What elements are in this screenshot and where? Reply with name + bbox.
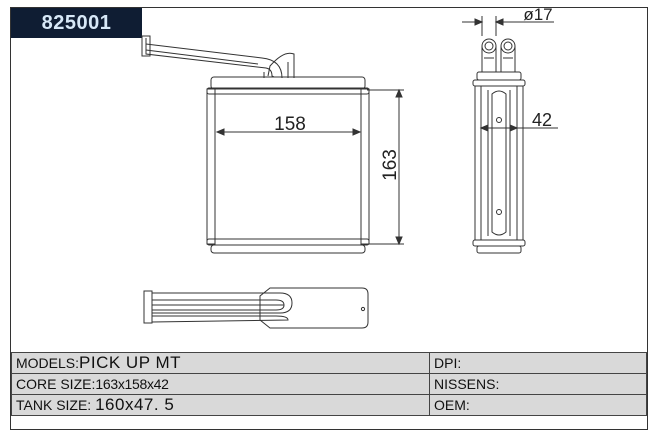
spec-row-models: MODELS:PICK UP MT DPI: — [11, 352, 647, 374]
dimension-pipe-diameter: ø17 — [523, 5, 552, 24]
spec-row-tank-size: TANK SIZE: 160x47. 5 OEM: — [11, 394, 647, 416]
dpi-cell: DPI: — [429, 352, 647, 374]
spec-table: MODELS:PICK UP MT DPI: CORE SIZE:163x158… — [11, 352, 647, 416]
models-value: PICK UP MT — [79, 353, 181, 373]
dimension-core-depth: 42 — [532, 110, 552, 130]
dimension-core-height: 163 — [380, 149, 401, 181]
core-size-label: CORE SIZE: — [16, 376, 96, 392]
core-size-cell: CORE SIZE:163x158x42 — [11, 373, 430, 395]
tank-size-value: 160x47. 5 — [95, 395, 175, 415]
core-size-value: 163x158x42 — [95, 376, 169, 392]
drawing-frame — [10, 7, 648, 430]
top-view — [143, 287, 369, 329]
oem-cell: OEM: — [429, 394, 647, 416]
dimension-core-width: 158 — [274, 114, 306, 135]
front-view — [141, 35, 404, 254]
tank-size-cell: TANK SIZE: 160x47. 5 — [11, 394, 430, 416]
side-view — [462, 16, 558, 254]
part-number-badge: 825001 — [11, 8, 142, 38]
spec-row-core-size: CORE SIZE:163x158x42 NISSENS: — [11, 373, 647, 395]
nissens-label: NISSENS: — [434, 376, 500, 392]
tank-size-label: TANK SIZE: — [16, 397, 96, 413]
nissens-cell: NISSENS: — [429, 373, 647, 395]
models-label: MODELS: — [16, 355, 80, 371]
models-cell: MODELS:PICK UP MT — [11, 352, 430, 374]
dpi-label: DPI: — [434, 355, 462, 371]
oem-label: OEM: — [434, 397, 470, 413]
